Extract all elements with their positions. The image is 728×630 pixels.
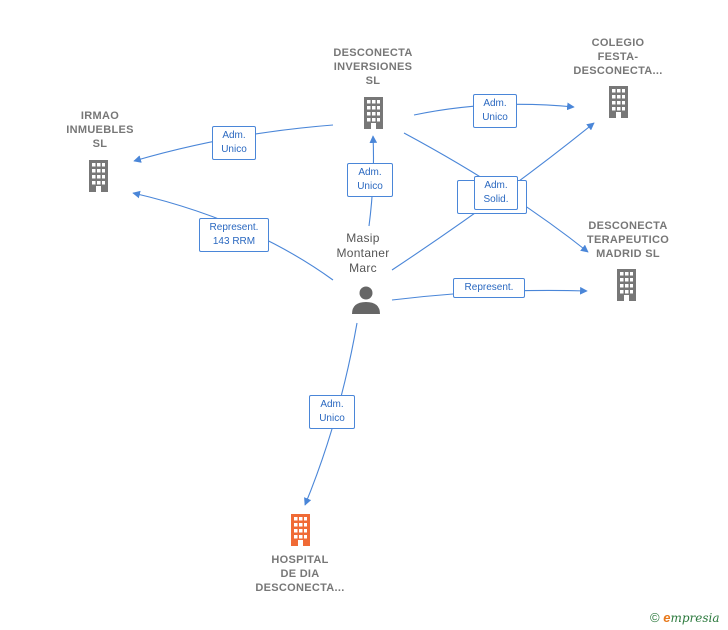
edge-label-represent-terapeutico[interactable]: Represent. — [453, 278, 525, 298]
node-label-irmao-inmuebles[interactable]: IRMAO INMUEBLES SL — [66, 110, 134, 150]
person-icon[interactable] — [352, 286, 380, 315]
copyright-icon: © — [650, 610, 660, 625]
edge-label-represent-irmao[interactable]: Represent. 143 RRM — [199, 218, 269, 252]
brand-initial: e — [663, 610, 671, 625]
edge-label-adm-unico-inversiones[interactable]: Adm. Unico — [347, 163, 393, 197]
edge-label-adm-unico-colegio[interactable]: Adm. Unico — [473, 94, 517, 128]
building-icon[interactable] — [609, 86, 628, 118]
node-label-person[interactable]: Masip Montaner Marc — [336, 231, 390, 275]
building-icon[interactable] — [89, 160, 108, 192]
node-label-desconecta-inversiones[interactable]: DESCONECTA INVERSIONES SL — [333, 47, 413, 87]
empresia-watermark: © empresia — [650, 610, 720, 625]
building-icon[interactable] — [617, 269, 636, 301]
edge-label-adm-solid[interactable]: Adm. Solid. — [474, 176, 518, 210]
node-label-colegio-festa[interactable]: COLEGIO FESTA- DESCONECTA... — [573, 37, 663, 77]
node-label-hospital-dia[interactable]: HOSPITAL DE DIA DESCONECTA... — [255, 554, 345, 594]
building-icon[interactable] — [364, 97, 383, 129]
edge-label-adm-unico-irmao[interactable]: Adm. Unico — [212, 126, 256, 160]
brand-name: mpresia — [670, 611, 720, 625]
edge-label-adm-unico-hospital[interactable]: Adm. Unico — [309, 395, 355, 429]
node-label-desconecta-terapeutico[interactable]: DESCONECTA TERAPEUTICO MADRID SL — [586, 220, 670, 260]
building-icon[interactable] — [291, 514, 310, 546]
